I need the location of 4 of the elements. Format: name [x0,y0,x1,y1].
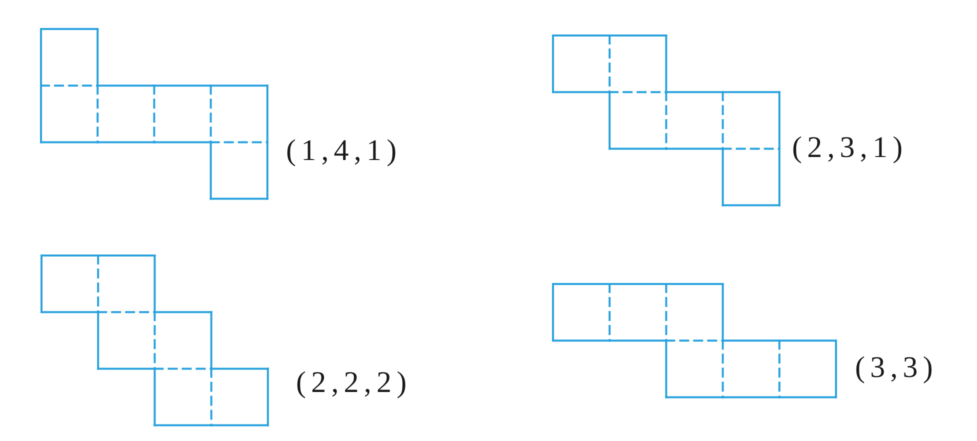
net-label: (2,3,1) [792,133,908,163]
net-label: (2,2,2) [296,368,412,398]
net-label: (1,4,1) [286,136,402,166]
net-label: (3,3) [855,353,938,383]
